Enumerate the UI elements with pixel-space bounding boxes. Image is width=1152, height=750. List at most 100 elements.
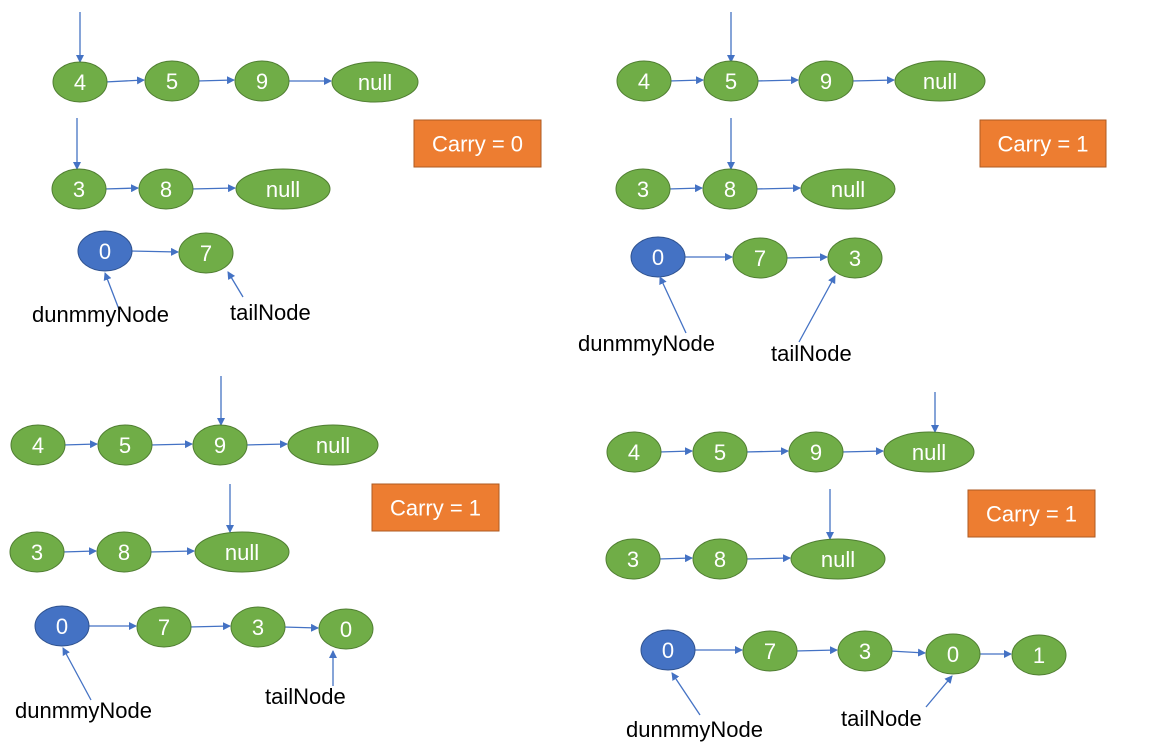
link-arrow xyxy=(196,76,235,85)
node-value: null xyxy=(912,440,946,465)
null-node xyxy=(800,168,896,210)
carry-label: Carry = 1 xyxy=(986,502,1077,527)
link-arrow xyxy=(61,547,97,556)
link-arrow xyxy=(188,622,231,631)
link-arrow xyxy=(657,554,693,563)
list-node xyxy=(178,232,234,274)
list-node xyxy=(136,606,192,648)
list-node xyxy=(230,606,286,648)
node-value: 4 xyxy=(628,440,640,465)
null-node xyxy=(331,61,419,103)
null-node xyxy=(194,531,290,573)
list-node xyxy=(1011,634,1067,676)
node-value: 3 xyxy=(849,246,861,271)
list-node xyxy=(138,168,194,210)
node-value: 8 xyxy=(118,540,130,565)
node-value: 9 xyxy=(810,440,822,465)
tail-node-label: tailNode xyxy=(841,706,922,731)
list-node xyxy=(742,630,798,672)
node-value: null xyxy=(225,540,259,565)
node-value: 8 xyxy=(160,177,172,202)
null-node xyxy=(235,168,331,210)
carry-label: Carry = 0 xyxy=(432,132,523,157)
node-value: 5 xyxy=(714,440,726,465)
node-value: 7 xyxy=(754,246,766,271)
dummy-pointer-arrow xyxy=(671,672,701,716)
node-value: 0 xyxy=(99,239,111,264)
link-arrow xyxy=(744,447,789,456)
link-arrow xyxy=(62,440,98,449)
link-arrow xyxy=(103,184,139,193)
carry-box xyxy=(979,119,1107,168)
node-value: 7 xyxy=(200,241,212,266)
null-node xyxy=(790,538,886,580)
node-value: 5 xyxy=(166,69,178,94)
node-value: 7 xyxy=(158,615,170,640)
node-value: 3 xyxy=(31,540,43,565)
node-value: 3 xyxy=(637,177,649,202)
list-node xyxy=(616,60,672,102)
node-value: 9 xyxy=(256,69,268,94)
list-node xyxy=(692,431,748,473)
tail-pointer-arrow xyxy=(227,271,244,298)
dummy-node-label: dunmmyNode xyxy=(15,698,152,723)
list-node xyxy=(318,608,374,650)
carry-box xyxy=(967,489,1096,538)
list-node xyxy=(827,237,883,279)
link-arrow xyxy=(850,76,895,85)
dummy-node-label: dunmmyNode xyxy=(626,717,763,742)
node-value: 7 xyxy=(764,639,776,664)
link-arrow xyxy=(129,247,179,256)
link-arrow xyxy=(755,76,799,85)
carry-label: Carry = 1 xyxy=(997,132,1088,157)
list-node xyxy=(96,531,152,573)
tail-node-label: tailNode xyxy=(230,300,311,325)
list-node xyxy=(51,168,107,210)
node-value: 0 xyxy=(56,614,68,639)
node-value: 5 xyxy=(119,433,131,458)
node-value: 3 xyxy=(859,639,871,664)
dummy-node-label: dunmmyNode xyxy=(32,302,169,327)
link-arrow xyxy=(889,648,926,657)
tail-node-label: tailNode xyxy=(265,684,346,709)
list-node xyxy=(837,630,893,672)
node-value: 8 xyxy=(714,547,726,572)
node-value: 5 xyxy=(725,69,737,94)
dummy-node xyxy=(640,629,696,671)
node-value: null xyxy=(316,433,350,458)
list-node xyxy=(615,168,671,210)
node-value: 3 xyxy=(252,615,264,640)
node-value: 9 xyxy=(214,433,226,458)
node-value: 4 xyxy=(638,69,650,94)
link-arrow xyxy=(840,447,884,456)
link-arrow xyxy=(148,547,195,556)
list-node xyxy=(692,538,748,580)
node-value: 0 xyxy=(652,245,664,270)
tail-node-label: tailNode xyxy=(771,341,852,366)
node-value: 4 xyxy=(74,70,86,95)
tail-pointer-arrow xyxy=(925,675,953,708)
dummy-node-label: dunmmyNode xyxy=(578,331,715,356)
node-value: 0 xyxy=(340,617,352,642)
link-arrow xyxy=(190,184,236,193)
list-node xyxy=(192,424,248,466)
node-value: 4 xyxy=(32,433,44,458)
list-node xyxy=(97,424,153,466)
link-arrow xyxy=(104,76,145,85)
node-value: 3 xyxy=(627,547,639,572)
carry-label: Carry = 1 xyxy=(390,496,481,521)
list-node xyxy=(9,531,65,573)
node-value: null xyxy=(923,69,957,94)
carry-box xyxy=(413,119,542,168)
node-value: null xyxy=(821,547,855,572)
list-node xyxy=(925,633,981,675)
dummy-node xyxy=(34,605,90,647)
node-value: 0 xyxy=(662,638,674,663)
carry-box xyxy=(371,483,500,532)
list-node xyxy=(52,61,108,103)
link-arrow xyxy=(794,646,838,655)
list-node xyxy=(732,237,788,279)
dummy-pointer-arrow xyxy=(659,276,687,334)
